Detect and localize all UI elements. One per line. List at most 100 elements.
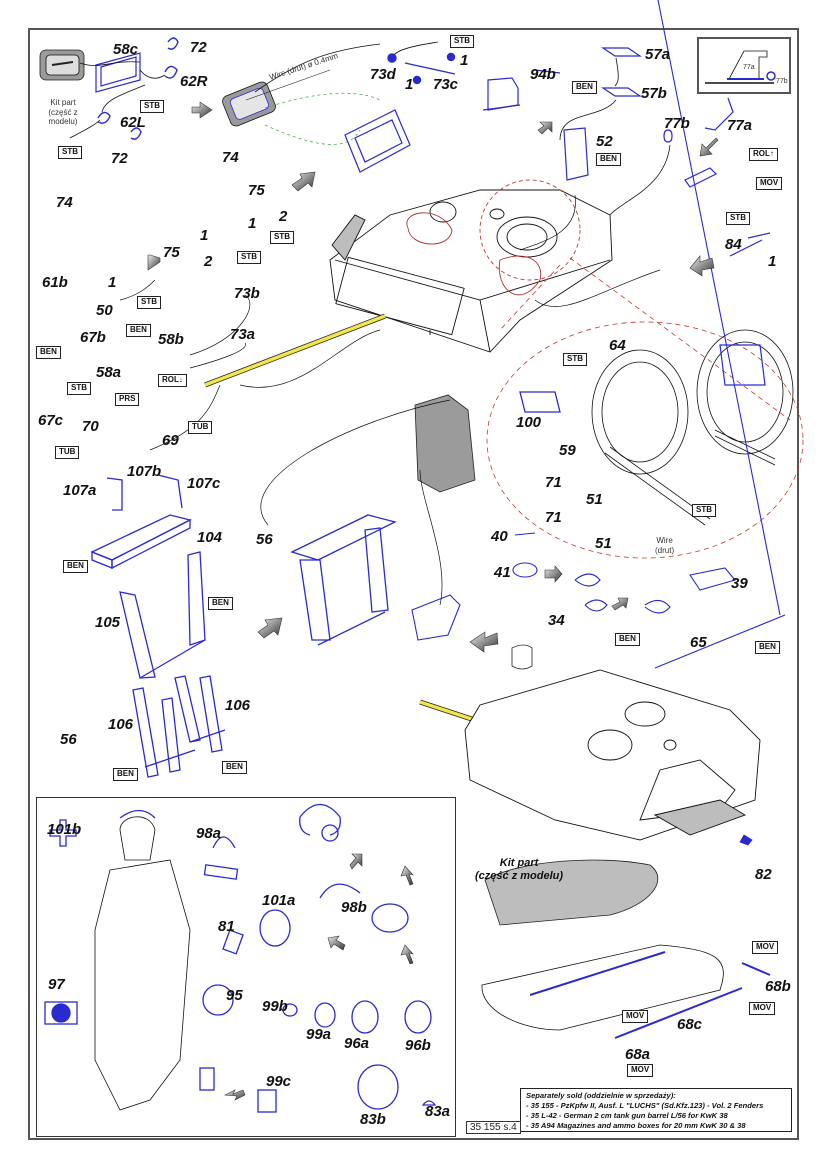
tag-stb: STB — [726, 212, 750, 225]
part-label: 56 — [60, 731, 77, 748]
part-label: 107c — [187, 475, 221, 492]
part-label: 96a — [344, 1035, 370, 1052]
part-label: 73a — [230, 326, 256, 343]
tag-ben: BEN — [113, 768, 138, 781]
separately-sold-item: - 35 L-42 - German 2 cm tank gun barrel … — [526, 1110, 728, 1120]
kit-part-note-line1: Kit part — [499, 857, 539, 869]
engine-deck-parts — [481, 944, 771, 1039]
tag-stb: STB — [58, 146, 82, 159]
part-label: 1 — [108, 274, 117, 291]
tag-rol-up: ROL↑ — [749, 148, 778, 161]
part-label: 62R — [180, 73, 208, 90]
wire-note-line1: Wire — [656, 536, 673, 545]
part-label: 83b — [360, 1111, 386, 1128]
part-label: 94b — [530, 66, 556, 83]
part-label: 64 — [609, 337, 626, 354]
part-label: 68c — [677, 1016, 703, 1033]
tag-ben: BEN — [208, 597, 233, 610]
part-label: 50 — [96, 302, 113, 319]
part-label: 51 — [586, 491, 603, 508]
tag-mov: MOV — [627, 1064, 654, 1077]
part-label: 67b — [80, 329, 106, 346]
part-label: 105 — [95, 614, 121, 631]
part-label: 34 — [548, 612, 565, 629]
tag-stb: STB — [237, 251, 261, 264]
tag-stb: STB — [140, 100, 164, 113]
part-label: 1 — [460, 52, 469, 69]
separately-sold-box: Separately sold (oddzielnie w sprzedaży)… — [520, 1088, 792, 1132]
part-label: 52 — [596, 133, 613, 150]
tag-mov: MOV — [622, 1010, 649, 1023]
part-label: 84 — [725, 236, 742, 253]
part-label: 77b — [664, 115, 690, 132]
figure-accessories — [44, 803, 437, 1113]
part-label: 69 — [162, 432, 179, 449]
part-label: 98a — [196, 825, 222, 842]
part-label: 106 — [108, 716, 134, 733]
part-label: 72 — [190, 39, 207, 56]
part-label: 2 — [204, 253, 213, 270]
part-label: 58a — [96, 364, 122, 381]
tag-ben: BEN — [126, 324, 151, 337]
part-label: 101a — [262, 892, 296, 909]
part-label: 1 — [405, 76, 414, 93]
wire-note-line2: (drut) — [655, 545, 675, 555]
kit-part-vision-block — [39, 49, 85, 81]
tag-ben: BEN — [615, 633, 640, 646]
part-label: 83a — [425, 1103, 451, 1120]
vision-hatch-exploded — [344, 109, 411, 173]
hull — [464, 669, 761, 841]
kit-part-note-bottom: Kit part(część z modelu) — [475, 857, 563, 883]
part-label: 101b — [47, 821, 82, 838]
part-label: 40 — [491, 528, 508, 545]
part-label: 58b — [158, 331, 184, 348]
tag-tub: TUB — [188, 421, 213, 434]
inset-label-77a: 77a — [743, 64, 755, 71]
hatch-detail — [519, 329, 794, 526]
part-label: 56 — [256, 531, 273, 548]
part-label: 81 — [218, 918, 235, 935]
part-label: 100 — [516, 414, 542, 431]
part-label: 77a — [727, 117, 753, 134]
tag-ben: BEN — [222, 761, 247, 774]
part-label: 74 — [56, 194, 73, 211]
part-label: 98b — [341, 899, 367, 916]
part-label: 57a — [645, 46, 671, 63]
part-label: 51 — [595, 535, 612, 552]
tag-ben: BEN — [36, 346, 61, 359]
part-label: 107a — [63, 482, 97, 499]
tag-stb: STB — [67, 382, 91, 395]
part-label: 106 — [225, 697, 251, 714]
part-label: 95 — [226, 987, 243, 1004]
tag-mov: MOV — [752, 941, 779, 954]
part-label: 68b — [765, 978, 791, 995]
part-label: 58c — [113, 41, 139, 58]
part-label: 61b — [42, 274, 68, 291]
inset-label-77b: 77b — [776, 78, 788, 85]
part-label: 71 — [545, 474, 562, 491]
kit-part-note: Kit part (część z modelu) — [48, 98, 78, 127]
crew-figure — [94, 809, 191, 1111]
tag-mov: MOV — [756, 177, 783, 190]
part-label: 1 — [248, 215, 257, 232]
kit-part-engine-cover — [484, 859, 659, 926]
tag-ben: BEN — [572, 81, 597, 94]
detail-callout — [486, 321, 804, 559]
inset-drawing — [705, 50, 776, 84]
inset-detail-77: 77a 77b — [697, 37, 791, 94]
part-label: 97 — [48, 976, 65, 993]
part-label: 99a — [306, 1026, 332, 1043]
assembly-arrows — [147, 101, 719, 1101]
periscope-housings — [411, 0, 786, 669]
tag-stb: STB — [692, 504, 716, 517]
kit-part-note-line2: (część z modelu) — [475, 870, 564, 883]
vision-block-kit — [511, 644, 533, 670]
part-label: 41 — [494, 564, 511, 581]
tag-prs: PRS — [115, 393, 140, 406]
part-label: 74 — [222, 149, 239, 166]
part-label: 73c — [433, 76, 459, 93]
assembled-vision-block — [222, 81, 276, 127]
tag-stb: STB — [270, 231, 294, 244]
part-62-hooks — [97, 37, 179, 140]
part-label: 72 — [111, 150, 128, 167]
